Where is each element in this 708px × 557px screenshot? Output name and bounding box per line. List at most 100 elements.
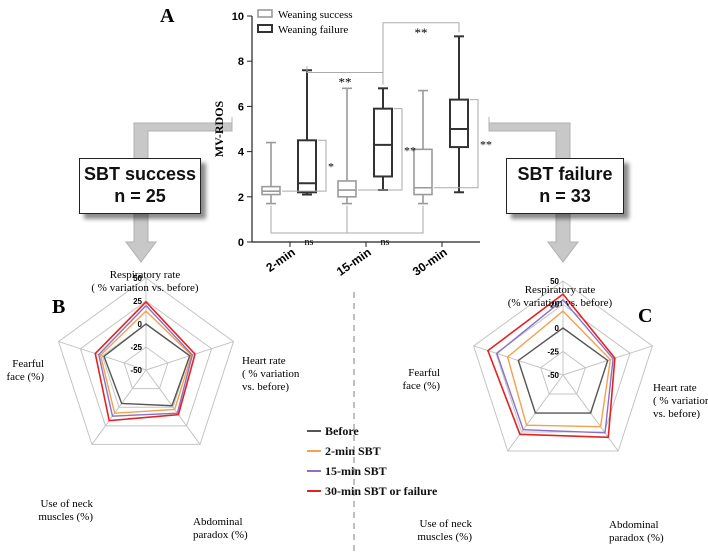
radar-axis-label: ( % variation	[242, 368, 300, 380]
radar-ring-label: 0	[138, 320, 143, 329]
significance-label: *	[328, 160, 334, 174]
radar-axis-label: Respiratory rate	[525, 284, 596, 296]
radar-series-polygon	[97, 304, 194, 417]
radar-axis-label: Respiratory rate	[110, 269, 181, 281]
radar-axis-label: Heart rate	[242, 355, 286, 367]
radar-legend-item: 2-min SBT	[307, 441, 457, 461]
arrow-left-head	[125, 207, 157, 263]
radar-spoke	[91, 369, 147, 445]
radar-axis-label: Use of neck	[419, 518, 472, 530]
significance-label: **	[415, 25, 428, 40]
radar-axis-label: muscles (%)	[38, 511, 93, 523]
radar-ring-label: 50	[550, 277, 559, 286]
radar-axis-label: vs. before)	[242, 381, 289, 393]
radar-legend-swatch	[307, 470, 321, 472]
radar-spoke	[145, 369, 201, 445]
radar-legend-label: 30-min SBT or failure	[325, 483, 438, 498]
radar-ring	[540, 350, 586, 395]
radar-axis-label: vs. before)	[653, 408, 700, 420]
y-tick-label: 10	[232, 11, 244, 23]
radar-axis-label: (% variation vs. before)	[508, 297, 613, 309]
radar-ring	[79, 300, 213, 427]
sbt-failure-box: SBT failure n = 33	[506, 158, 624, 214]
significance-label: ns	[381, 237, 390, 248]
radar-axis-label: Abdominal	[193, 516, 243, 528]
panel-letter-b: B	[52, 296, 65, 318]
box-iqr	[449, 98, 469, 149]
radar-ring-label: -25	[547, 348, 559, 357]
y-axis-label: MV-RDOS	[212, 100, 226, 157]
y-tick-label: 2	[238, 192, 244, 204]
significance-label: **	[404, 143, 416, 157]
radar-axis-label: Fearful	[12, 358, 44, 370]
legend-label: Weaning success	[278, 9, 353, 21]
radar-axis-label: Abdominal	[609, 519, 659, 531]
radar-legend-item: 30-min SBT or failure	[307, 481, 457, 501]
radar-legend-swatch	[307, 490, 321, 492]
box-iqr	[373, 107, 393, 178]
radar-axis-label: Use of neck	[40, 498, 93, 510]
sbt-failure-count: n = 33	[539, 186, 591, 206]
significance-bracket	[434, 99, 479, 189]
significance-label: **	[480, 138, 492, 152]
radar-series-polygon	[517, 327, 609, 414]
radar-series-polygon	[506, 310, 612, 428]
y-tick-label: 0	[238, 237, 244, 249]
radar-ring-label: 50	[133, 274, 142, 283]
x-tick-label: 15-min	[334, 245, 374, 279]
legend-swatch	[257, 9, 273, 18]
sbt-success-count: n = 25	[114, 186, 166, 206]
radar-axis-label: ( % variation	[653, 395, 708, 407]
box-iqr	[297, 139, 317, 194]
panel-letter-c: C	[638, 305, 652, 327]
radar-ring-label: -50	[547, 371, 559, 380]
radar-axis-label: face (%)	[6, 371, 44, 383]
panel-letter-a: A	[160, 5, 175, 27]
radar-axis-label: Heart rate	[653, 382, 697, 394]
radar-axis-label: paradox (%)	[193, 529, 248, 541]
significance-bracket	[282, 139, 327, 192]
radar-legend-swatch	[307, 450, 321, 452]
sbt-failure-title: SBT failure	[517, 164, 613, 184]
radar-series-polygon	[94, 300, 196, 422]
x-tick-label: 30-min	[410, 245, 450, 279]
box-iqr	[413, 148, 433, 196]
radar-axis-label: ( % variation vs. before)	[91, 282, 199, 294]
radar-legend-label: 15-min SBT	[325, 463, 387, 478]
significance-bracket	[382, 22, 460, 85]
radar-axis-label: paradox (%)	[609, 532, 664, 544]
significance-bracket	[270, 205, 348, 234]
significance-bracket	[346, 205, 424, 234]
radar-ring	[473, 280, 653, 452]
legend-swatch	[257, 24, 273, 33]
radar-legend: Before 2-min SBT 15-min SBT 30-min SBT or f…	[307, 421, 457, 501]
radar-legend-label: 2-min SBT	[325, 443, 381, 458]
y-tick-label: 8	[238, 56, 244, 68]
radar-spoke	[58, 341, 147, 371]
significance-label: **	[339, 75, 352, 90]
radar-axis-label: Fearful	[408, 367, 440, 379]
radar-ring-label: 0	[555, 324, 560, 333]
legend-label: Weaning failure	[278, 24, 348, 36]
radar-series-polygon	[99, 310, 193, 414]
radar-series-polygon	[486, 293, 616, 439]
radar-ring	[123, 346, 169, 390]
radar-legend-item: 15-min SBT	[307, 461, 457, 481]
radar-ring-label: -25	[130, 343, 142, 352]
significance-bracket	[358, 108, 403, 191]
box-iqr	[337, 180, 357, 198]
radar-legend-label: Before	[325, 423, 359, 438]
radar-ring-label: 25	[550, 301, 559, 310]
radar-axis-label: muscles (%)	[417, 531, 472, 543]
significance-label: ns	[305, 237, 314, 248]
sbt-success-box: SBT success n = 25	[79, 158, 201, 214]
y-tick-label: 6	[238, 101, 244, 113]
radar-axis-label: face (%)	[402, 380, 440, 392]
sbt-success-title: SBT success	[83, 164, 197, 184]
arrow-right-head	[547, 207, 579, 263]
